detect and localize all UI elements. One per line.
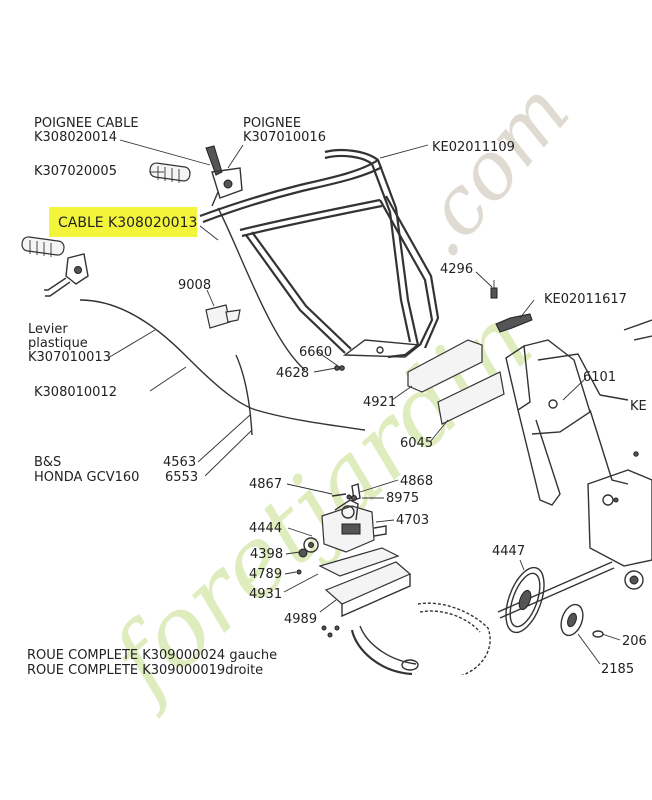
label-poignee-cable-title: POIGNEE CABLE (34, 116, 139, 131)
label-part-4921: 4921 (363, 395, 396, 410)
part-4447-axle (497, 561, 615, 634)
label-part-4703: 4703 (396, 513, 429, 528)
part-4921-bracket (407, 339, 483, 393)
label-part-2185: 2185 (601, 662, 634, 677)
label-bs-ref: 4563 (163, 455, 196, 470)
label-cable-ref-2: K308010012 (34, 385, 117, 400)
label-honda-ref: 6553 (165, 470, 198, 485)
label-part-4444: 4444 (249, 521, 282, 536)
label-part-9008: 9008 (178, 278, 211, 293)
label-part-4447: 4447 (492, 544, 525, 559)
cable-highlight-box (49, 207, 197, 237)
part-4703-gearbox (321, 483, 387, 553)
label-part-4868: 4868 (400, 474, 433, 489)
crop-mask (0, 675, 652, 800)
label-honda: HONDA GCV160 (34, 470, 139, 485)
label-part-6045: 6045 (400, 436, 433, 451)
part-6045-plate (437, 371, 505, 425)
label-part-4989: 4989 (284, 612, 317, 627)
label-part-4867: 4867 (249, 477, 282, 492)
label-part-8975: 8975 (386, 491, 419, 506)
grip-left (21, 236, 65, 257)
label-part-6101: 6101 (583, 370, 616, 385)
label-ke02011617: KE02011617 (544, 292, 627, 307)
belt (350, 625, 419, 676)
label-part-206: 206 (622, 634, 647, 649)
label-part-4628: 4628 (276, 366, 309, 381)
part-9008-clip (205, 304, 241, 329)
part-ke02011617-bracket (495, 313, 533, 333)
watermark-com: .com (391, 66, 587, 275)
part-206-ring (592, 630, 604, 638)
label-bs: B&S (34, 455, 61, 470)
part-4989-guide (324, 561, 412, 618)
grip-right (149, 162, 191, 183)
label-part-4789: 4789 (249, 567, 282, 582)
label-poignee-cable-ref: K308020014 (34, 130, 117, 145)
label-part-4398: 4398 (250, 547, 283, 562)
label-handlebar-ref: KE02011109 (432, 140, 515, 155)
part-4296-bolt (490, 280, 498, 299)
side-plate-right (587, 451, 652, 590)
lever-top (205, 145, 243, 207)
lever-left (44, 253, 89, 297)
fasteners (296, 365, 357, 638)
label-part-ke-cut: KE (630, 399, 647, 414)
label-levier-line1: Levier (28, 322, 68, 337)
label-levier-line2: plastique (28, 336, 88, 351)
label-part-6660: 6660 (299, 345, 332, 360)
part-4931-plate (318, 547, 400, 577)
handlebar-assembly (199, 149, 440, 359)
label-roue-droite: ROUE COMPLETE K309000019droite (27, 663, 263, 678)
label-part-4296: 4296 (440, 262, 473, 277)
labels: POIGNEE CABLE K308020014 POIGNEE K307010… (27, 116, 647, 678)
leader-lines (107, 139, 621, 665)
label-levier-ref: K307010013 (28, 350, 111, 365)
part-2185-bearing (560, 603, 584, 637)
label-cable-highlight: CABLE K308020013 (58, 215, 197, 231)
cables (79, 207, 366, 436)
part-6101-frame (505, 319, 652, 506)
chain (417, 602, 491, 677)
label-part-4931: 4931 (249, 587, 282, 602)
label-poignee-title: POIGNEE (243, 116, 301, 131)
label-roue-gauche: ROUE COMPLETE K309000024 gauche (27, 648, 277, 663)
label-grip-ref: K307020005 (34, 164, 117, 179)
label-poignee-ref: K307010016 (243, 130, 326, 145)
